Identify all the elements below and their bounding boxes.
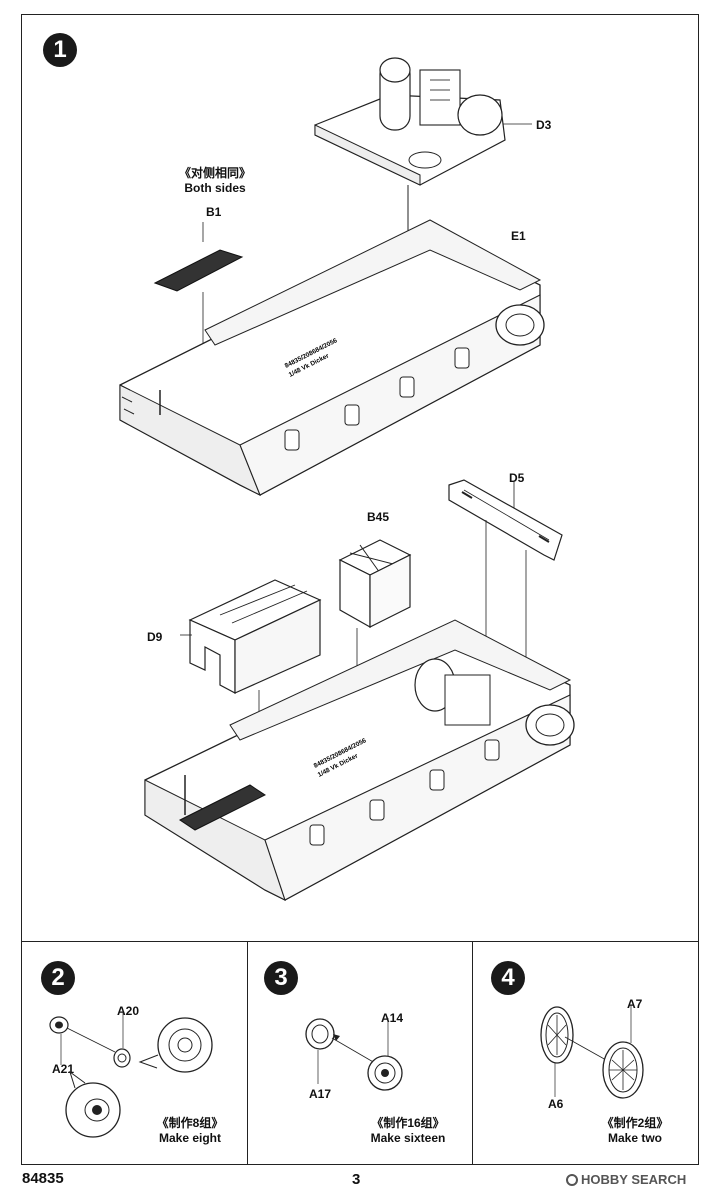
hull-assembly-drawing: 84835/208684/2056 1/48 Vk Dicker	[144, 619, 575, 901]
step-2-note: 《制作8组》 Make eight	[145, 1116, 235, 1146]
note-chinese: 《对侧相同》	[178, 166, 251, 180]
page-number: 3	[352, 1171, 361, 1188]
part-label-d5: D5	[509, 471, 525, 485]
step-2-drawing	[49, 1010, 213, 1138]
part-label-a21: A21	[52, 1062, 75, 1076]
step-3-badge: 3	[264, 961, 298, 995]
step-number: 1	[53, 36, 67, 63]
part-d3-drawing	[314, 57, 532, 186]
part-label-e1: E1	[511, 229, 526, 243]
step-4-drawing	[540, 1005, 644, 1099]
part-b1-mesh	[153, 249, 244, 292]
part-d9-drawing	[180, 579, 322, 694]
step-1-badge: 1	[43, 33, 77, 67]
step-number: 4	[501, 964, 515, 991]
step-divider	[472, 941, 473, 1165]
note-english: Make eight	[158, 1131, 221, 1145]
part-label-a14: A14	[381, 1011, 404, 1025]
step-number: 3	[274, 964, 288, 991]
part-label-b1: B1	[206, 205, 222, 219]
watermark: HOBBY SEARCH	[566, 1172, 686, 1187]
part-label-a17: A17	[309, 1087, 332, 1101]
step-2-badge: 2	[41, 961, 75, 995]
part-b45-drawing	[338, 539, 412, 629]
note-english: Make two	[607, 1131, 662, 1145]
part-label-a6: A6	[548, 1097, 564, 1111]
note-chinese: 《制作8组》	[156, 1116, 224, 1130]
part-d5-drawing	[448, 479, 563, 561]
note-chinese: 《制作2组》	[601, 1116, 669, 1130]
note-chinese: 《制作16组》	[371, 1116, 445, 1130]
step-4-note: 《制作2组》 Make two	[590, 1116, 680, 1146]
watermark-text: HOBBY SEARCH	[581, 1172, 687, 1187]
kit-number: 84835	[22, 1170, 64, 1187]
step-divider	[247, 941, 248, 1165]
part-label-d9: D9	[147, 630, 163, 644]
page-frame	[21, 14, 699, 1165]
watermark-logo-icon	[566, 1173, 578, 1186]
hull-e1-drawing: 84835/208684/2056 1/48 Vk Dicker	[119, 219, 545, 497]
note-english: Make sixteen	[370, 1131, 446, 1145]
step-number: 2	[51, 964, 65, 991]
part-label-a20: A20	[117, 1004, 140, 1018]
part-label-b45: B45	[367, 510, 390, 524]
note-english: Both sides	[184, 181, 246, 195]
step-3-note: 《制作16组》 Make sixteen	[358, 1116, 458, 1146]
step-3-drawing	[305, 1018, 403, 1091]
section-divider	[21, 941, 699, 942]
part-label-d3: D3	[536, 118, 552, 132]
both-sides-note: 《对侧相同》 Both sides	[160, 166, 270, 196]
step-4-badge: 4	[491, 961, 525, 995]
